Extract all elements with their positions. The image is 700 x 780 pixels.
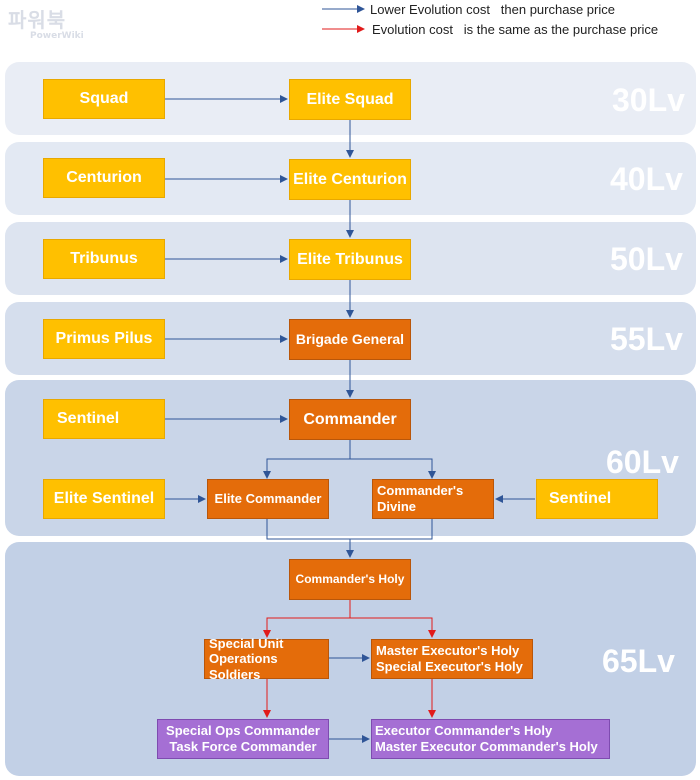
node-centurion: Centurion bbox=[43, 158, 165, 198]
powerwiki-logo: 파워북 PowerWiki bbox=[8, 4, 84, 41]
node-tribunus: Tribunus bbox=[43, 239, 165, 279]
node-elite-centurion: Elite Centurion bbox=[289, 159, 411, 200]
node-commanders-divine: Commander's Divine bbox=[372, 479, 494, 519]
level-label-55lv: 55Lv bbox=[610, 321, 683, 357]
arrow-commander-to-elite-commander bbox=[263, 440, 351, 479]
arrow-holy-to-special-unit bbox=[263, 600, 351, 638]
level-label-30lv: 30Lv bbox=[612, 82, 685, 118]
node-commanders-holy: Commander's Holy bbox=[289, 559, 411, 600]
node-elite-squad: Elite Squad bbox=[289, 79, 411, 120]
node-special-unit: Special Unit Operations Soldiers bbox=[204, 636, 329, 682]
node-master-executor: Master Executor's Holy Special Executor'… bbox=[371, 639, 533, 679]
legend-blue-label: Lower Evolution cost then purchase price bbox=[370, 2, 615, 17]
node-squad: Squad bbox=[43, 79, 165, 119]
logo-main: 파워북 bbox=[8, 8, 67, 32]
legend-red-label: Evolution cost is the same as the purcha… bbox=[372, 22, 659, 37]
arrow-merge-to-holy bbox=[266, 519, 433, 540]
node-elite-tribunus: Elite Tribunus bbox=[289, 239, 411, 280]
level-label-65lv: 65Lv bbox=[602, 643, 675, 679]
level-label-60lv: 60Lv bbox=[606, 444, 679, 480]
node-executor-commander: Executor Commander's Holy Master Executo… bbox=[371, 719, 610, 759]
node-sentinel-right: Sentinel bbox=[536, 479, 658, 519]
arrow-commander-to-divine bbox=[350, 458, 436, 479]
node-elite-sentinel: Elite Sentinel bbox=[43, 479, 165, 519]
logo-sub: PowerWiki bbox=[30, 31, 84, 41]
node-commander: Commander bbox=[289, 399, 411, 440]
node-brigade-general: Brigade General bbox=[289, 319, 411, 360]
level-label-40lv: 40Lv bbox=[610, 161, 683, 197]
node-special-ops-commander: Special Ops Commander Task Force Command… bbox=[157, 719, 329, 759]
node-elite-commander: Elite Commander bbox=[207, 479, 329, 519]
arrow-holy-to-master-executor bbox=[350, 617, 436, 638]
node-primus-pilus: Primus Pilus bbox=[43, 319, 165, 359]
node-sentinel: Sentinel bbox=[43, 399, 165, 439]
level-label-50lv: 50Lv bbox=[610, 241, 683, 277]
